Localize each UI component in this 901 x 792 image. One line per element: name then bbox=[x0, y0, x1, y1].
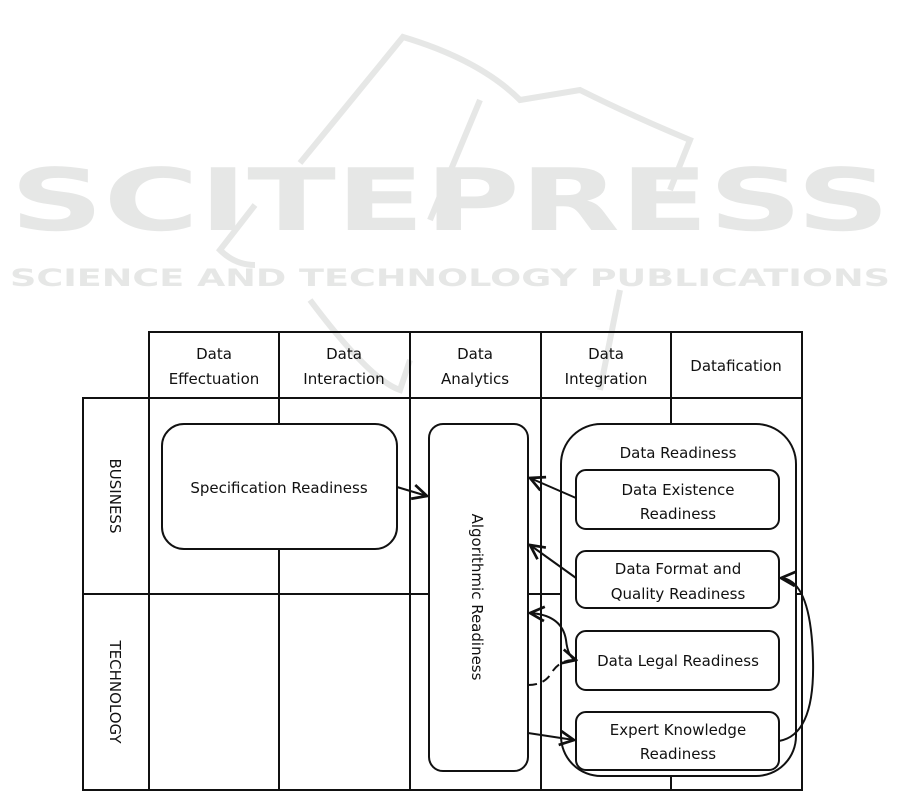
node-label: Expert Knowledge bbox=[610, 721, 746, 739]
column-header-line: Integration bbox=[565, 370, 648, 388]
column-header-line: Data bbox=[457, 345, 493, 363]
edge-format-to-algorithmic[interactable] bbox=[530, 545, 577, 579]
node-label: Data Format and bbox=[615, 560, 741, 578]
watermark-subtitle: SCIENCE AND TECHNOLOGY PUBLICATIONS bbox=[10, 264, 890, 292]
column-header-data-effectuation: Data Effectuation bbox=[169, 345, 260, 388]
edge-spec-to-algorithmic[interactable] bbox=[396, 487, 427, 496]
node-data-format-quality-readiness[interactable]: Data Format and Quality Readiness bbox=[575, 550, 780, 609]
grid bbox=[82, 331, 803, 791]
node-label: Data Existence bbox=[621, 481, 734, 499]
column-header-datafication: Datafication bbox=[690, 357, 781, 375]
node-label: Data Legal Readiness bbox=[597, 652, 759, 670]
column-header-line: Effectuation bbox=[169, 370, 260, 388]
node-specification-readiness[interactable]: Specification Readiness bbox=[161, 423, 398, 550]
column-header-data-integration: Data Integration bbox=[565, 345, 648, 388]
node-label: Data Readiness bbox=[620, 444, 737, 462]
edge-algorithmic-to-expert[interactable] bbox=[527, 733, 574, 740]
edge-algorithmic-to-legal-dashed[interactable] bbox=[527, 659, 575, 686]
node-label: Quality Readiness bbox=[611, 585, 746, 603]
node-data-existence-readiness[interactable]: Data Existence Readiness bbox=[575, 469, 780, 530]
column-header-data-interaction: Data Interaction bbox=[303, 345, 384, 388]
edge-legal-algorithmic-bidirectional[interactable] bbox=[530, 613, 576, 660]
node-algorithmic-readiness[interactable]: Algorithmic Readiness bbox=[428, 423, 529, 772]
node-label: Readiness bbox=[640, 505, 716, 523]
node-data-legal-readiness[interactable]: Data Legal Readiness bbox=[575, 630, 780, 691]
node-label: Specification Readiness bbox=[190, 479, 367, 497]
column-header-line: Interaction bbox=[303, 370, 384, 388]
column-header-line: Data bbox=[326, 345, 362, 363]
edge-expert-to-format[interactable] bbox=[779, 578, 815, 742]
node-label: Readiness bbox=[640, 745, 716, 763]
column-header-line: Analytics bbox=[441, 370, 509, 388]
node-label: Algorithmic Readiness bbox=[468, 514, 486, 681]
column-header-line: Data bbox=[588, 345, 624, 363]
edge-existence-to-algorithmic[interactable] bbox=[530, 478, 577, 499]
watermark-title: SCITEPRESS bbox=[10, 151, 890, 251]
edges bbox=[396, 478, 815, 742]
watermark-logo-icon bbox=[216, 33, 694, 394]
row-label-business: BUSINESS bbox=[106, 459, 124, 534]
column-header-data-analytics: Data Analytics bbox=[441, 345, 509, 388]
row-label-technology: TECHNOLOGY bbox=[106, 639, 124, 744]
column-headers: Data Effectuation Data Interaction Data … bbox=[169, 345, 782, 388]
column-header-line: Data bbox=[196, 345, 232, 363]
node-expert-knowledge-readiness[interactable]: Expert Knowledge Readiness bbox=[575, 711, 780, 771]
